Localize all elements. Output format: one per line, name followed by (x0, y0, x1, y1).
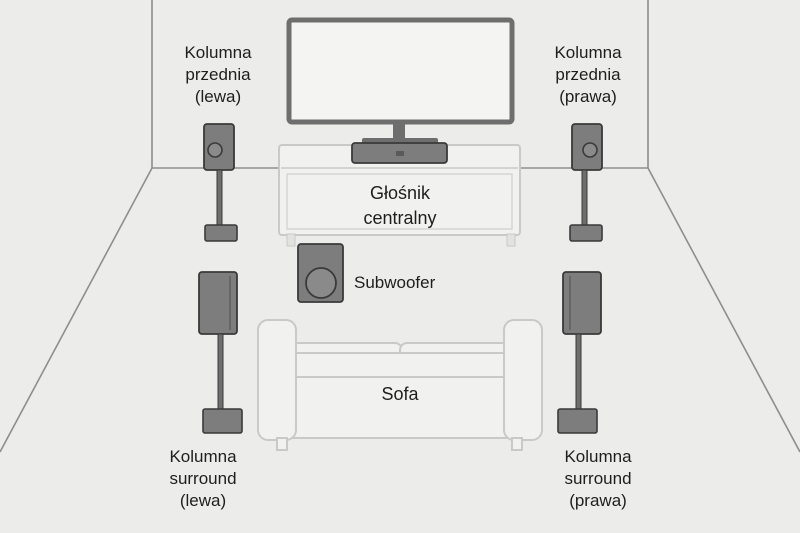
surround-left-label: Kolumna surround (lewa) (143, 446, 263, 512)
surround-right-label-line: surround (564, 469, 632, 488)
surround-right-speaker (557, 271, 602, 434)
front-right-label-line: przednia (555, 65, 621, 84)
surround-left-speaker (198, 271, 243, 434)
sofa (257, 319, 543, 451)
surround-right-label: Kolumna surround (prawa) (538, 446, 658, 512)
center-speaker (351, 142, 448, 164)
subwoofer-label: Subwoofer (354, 273, 436, 292)
front-left-label-line: (lewa) (194, 87, 242, 106)
surround-left-label-line: Kolumna (169, 447, 237, 466)
front-right-label: Kolumna przednia (prawa) (528, 42, 648, 108)
center-speaker-label-line: centralny (363, 208, 437, 228)
surround-left-label-line: (lewa) (179, 491, 227, 510)
front-left-label-line: Kolumna (184, 43, 252, 62)
surround-right-label-line: Kolumna (564, 447, 632, 466)
front-right-label-line: Kolumna (554, 43, 622, 62)
surround-left-label-line: surround (169, 469, 237, 488)
sofa-label: Sofa (381, 384, 419, 404)
front-left-speaker (203, 123, 238, 242)
front-left-label: Kolumna przednia (lewa) (158, 42, 278, 108)
subwoofer (297, 243, 344, 303)
tv-cabinet (278, 144, 521, 247)
front-right-label-line: (prawa) (559, 87, 617, 106)
front-right-speaker (569, 123, 603, 242)
center-speaker-label: Głośnik centralny (330, 181, 470, 231)
surround-right-label-line: (prawa) (569, 491, 627, 510)
center-speaker-label-line: Głośnik (369, 183, 431, 203)
tv (286, 17, 515, 144)
front-left-label-line: przednia (185, 65, 251, 84)
